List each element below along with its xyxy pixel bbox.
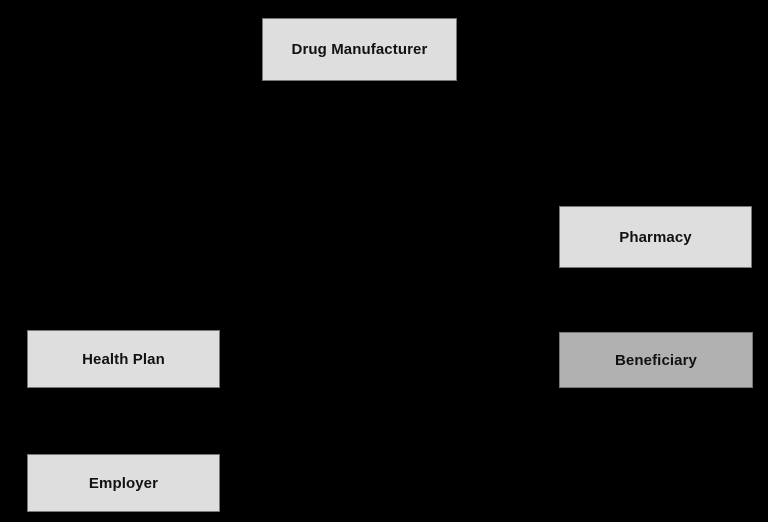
node-health-plan: Health Plan (27, 330, 220, 388)
node-drug-manufacturer: Drug Manufacturer (262, 18, 457, 81)
node-label: Pharmacy (619, 228, 692, 246)
node-label: Beneficiary (615, 351, 697, 369)
node-label: Health Plan (82, 350, 165, 368)
node-label: Employer (88, 474, 159, 492)
node-employer: Employer (27, 454, 220, 512)
node-beneficiary: Beneficiary (559, 332, 753, 388)
node-label: Drug Manufacturer (291, 41, 428, 58)
node-pharmacy: Pharmacy (559, 206, 752, 268)
